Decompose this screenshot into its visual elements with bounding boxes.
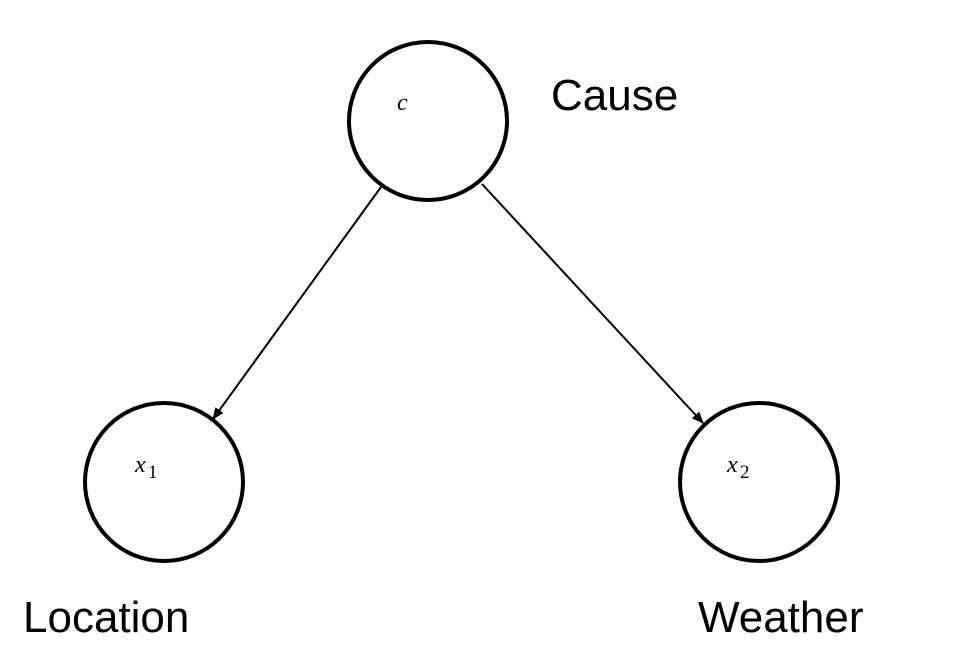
caption-weather: Weather [698,593,864,642]
node-location-circle [83,401,245,563]
edge-cause-to-weather [481,183,704,424]
node-cause: c [347,40,509,202]
node-weather-subscript: 2 [740,462,750,483]
node-weather-variable: x [726,452,738,478]
node-cause-variable: c [397,90,408,116]
caption-cause: Cause [551,71,678,120]
node-weather-circle [678,401,840,563]
node-weather: x 2 [678,401,840,563]
caption-location: Location [23,593,189,642]
node-location-variable: x [134,452,146,478]
node-location-subscript: 1 [148,462,158,483]
node-location: x 1 [83,401,245,563]
node-cause-circle [347,40,509,202]
edge-cause-to-location [212,186,382,420]
